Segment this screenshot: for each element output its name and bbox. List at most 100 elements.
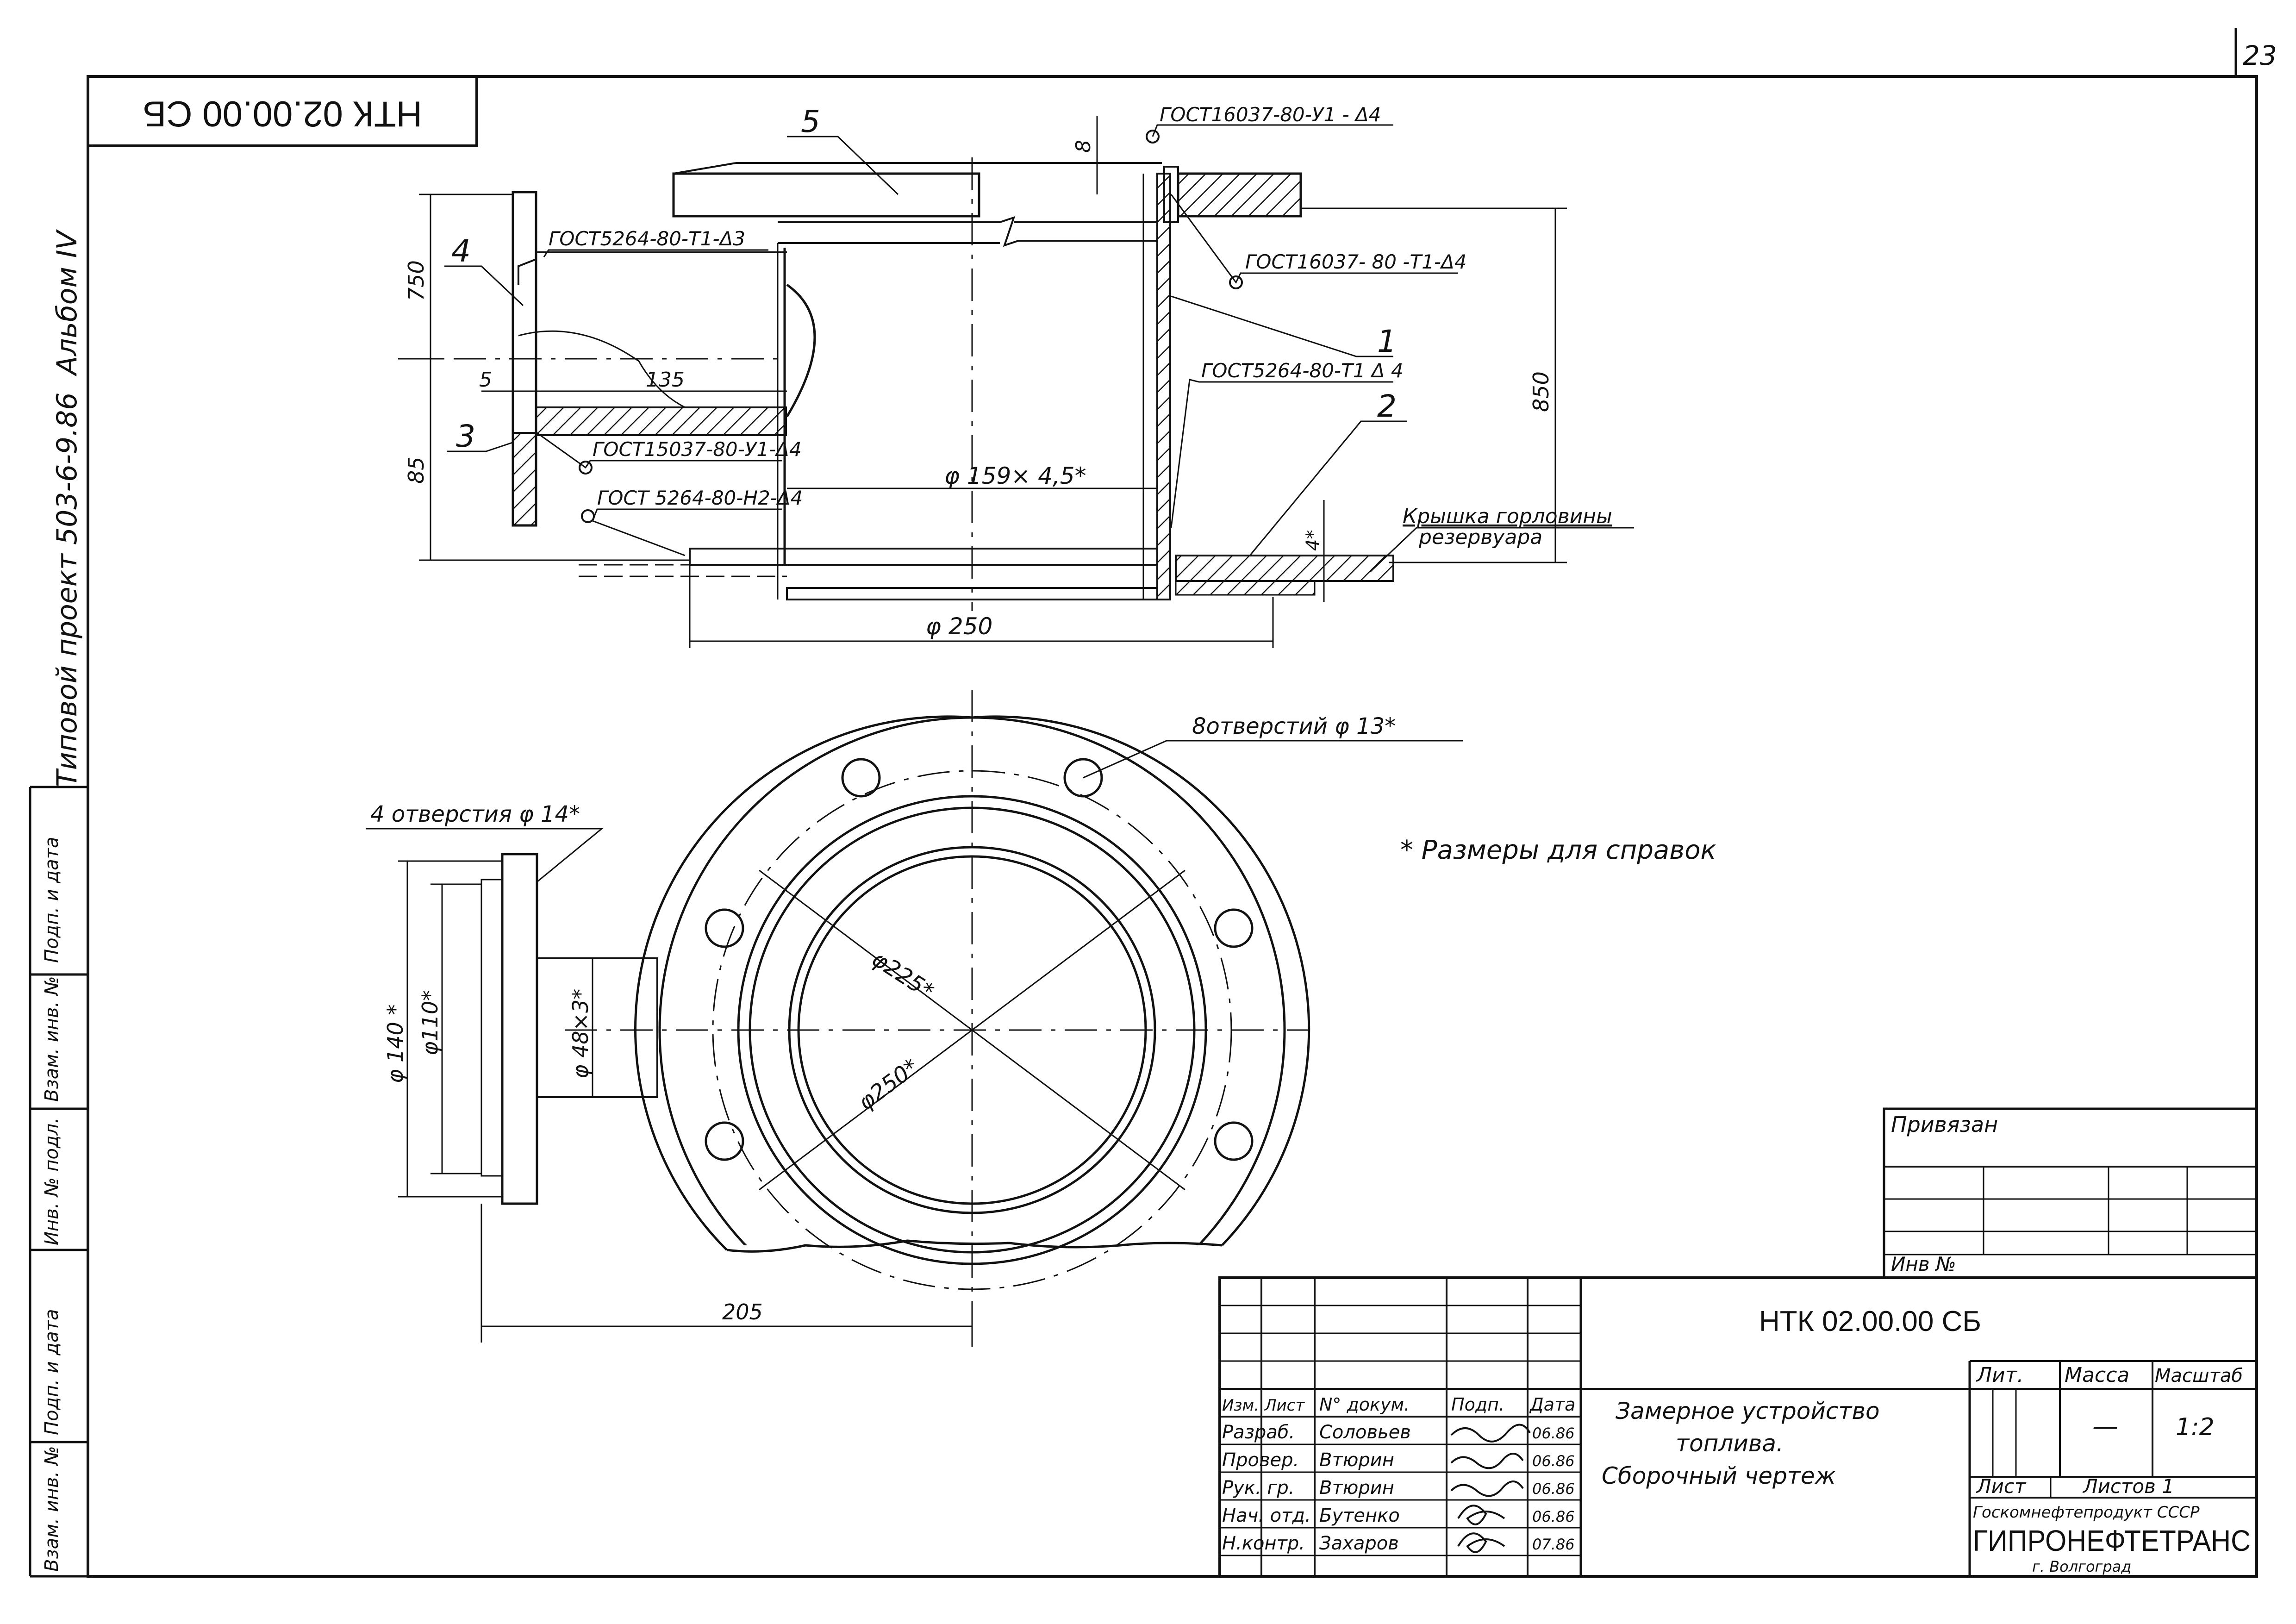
reference-note: * Размеры для справок — [1400, 835, 1716, 865]
binding-inv-label: Инв № — [1891, 1253, 1956, 1275]
dia-250-label: φ250* — [854, 1054, 923, 1115]
svg-text:ГОСТ5264-80-Т1-Δ3: ГОСТ5264-80-Т1-Δ3 — [549, 227, 745, 250]
dim-850: 850 — [1529, 371, 1554, 412]
side-strip-text-4: Подп. и дата — [41, 1309, 62, 1435]
dim-85: 85 — [404, 456, 429, 484]
row-role-5: Н.контр. — [1222, 1533, 1305, 1554]
flange-right-section — [1177, 172, 1302, 218]
org-city: г. Волгоград — [2032, 1558, 2131, 1575]
top-flange-plate — [672, 172, 980, 218]
row-name-2: Втюрин — [1319, 1449, 1394, 1471]
side-strip-text-2: Взам. инв. № — [41, 976, 62, 1102]
bolt-hole — [705, 1121, 744, 1161]
svg-text:ГОСТ16037- 80 -Т1-Δ4: ГОСТ16037- 80 -Т1-Δ4 — [1245, 250, 1467, 273]
dia-225-label: φ225* — [867, 946, 938, 1005]
mass-header: Масса — [2065, 1363, 2129, 1387]
org-name: ГИПРОНЕФТЕТРАНС — [1973, 1524, 2251, 1557]
svg-text:ГОСТ15037-80-У1-Δ4: ГОСТ15037-80-У1-Δ4 — [593, 438, 802, 461]
album-number: Альбом IV — [51, 229, 83, 377]
dim-110: φ110* — [418, 990, 443, 1056]
row-name-5: Захаров — [1319, 1533, 1399, 1554]
dim-4: 4* — [1303, 530, 1324, 551]
bolt-hole — [1214, 1121, 1254, 1161]
dim-205: 205 — [722, 1299, 763, 1324]
row-date-1: 06.86 — [1532, 1424, 1575, 1442]
side-strip: Подп. и дата Взам. инв. № Инв. № подл. П… — [30, 786, 88, 1572]
album-project-title: Типовой проект 503-6-9.86 — [51, 392, 83, 787]
side-strip-text-3: Инв. № подл. — [41, 1118, 62, 1245]
side-strip-text-1: Подп. и дата — [41, 837, 62, 963]
signature — [1450, 1453, 1524, 1469]
col-header-list: Лист — [1264, 1396, 1305, 1415]
bolt-hole — [705, 908, 744, 948]
bolt-hole — [1063, 758, 1103, 798]
bolt-hole — [841, 758, 881, 798]
pipe-48-label: φ 48×3* — [568, 989, 593, 1079]
weld-note-5: ГОСТ15037-80-У1-Δ4 — [537, 432, 802, 475]
dim-140: φ 140 * — [383, 1005, 408, 1083]
tank-cover-label-1: Крышка горловины — [1403, 505, 1612, 528]
binding-title: Привязан — [1891, 1112, 1998, 1137]
sheets-label: Листов 1 — [2082, 1475, 2174, 1498]
col-header-date: Дата — [1529, 1394, 1575, 1415]
org-line: Госкомнефтепродукт СССР — [1973, 1503, 2200, 1522]
name-line-1: Замерное устройство — [1616, 1398, 1880, 1424]
title-block: Изм. Лист N° докум. Подп. Дата Разраб. С… — [1218, 1276, 2258, 1578]
weld-note-4: ГОСТ5264-80-Т1 Δ 4 — [1170, 359, 1404, 528]
row-role-1: Разраб. — [1222, 1422, 1295, 1443]
row-name-1: Соловьев — [1319, 1422, 1411, 1443]
position-3: 3 — [456, 418, 475, 454]
col-header-doc: N° докум. — [1319, 1394, 1410, 1415]
flange-diameter-label: φ 250 — [926, 613, 992, 640]
position-2: 2 — [1377, 388, 1397, 424]
top-stamp-code: НТК 02.00.00 СБ — [143, 94, 422, 134]
side-flange-plan — [501, 853, 538, 1205]
row-date-2: 06.86 — [1532, 1452, 1575, 1470]
sheet-label: Лист — [1976, 1475, 2027, 1498]
weld-note-3: ГОСТ16037- 80 -Т1-Δ4 — [1170, 194, 1467, 289]
top-stamp-box — [87, 75, 478, 147]
dim-5: 5 — [479, 368, 492, 392]
col-header-izm: Изм. — [1222, 1396, 1259, 1415]
position-5: 5 — [801, 104, 820, 139]
row-role-4: Нач. отд. — [1222, 1505, 1311, 1526]
side-flange-section — [512, 432, 537, 526]
scale-value: 1:2 — [2176, 1413, 2215, 1441]
tank-cover-label-2: резервуара — [1418, 525, 1542, 549]
weld-bevel-curve — [786, 283, 816, 418]
tank-cover-section — [1175, 555, 1394, 582]
signature — [1457, 1505, 1505, 1525]
position-4: 4 — [451, 233, 471, 269]
signature — [1450, 1424, 1531, 1443]
sheet-frame — [87, 75, 2258, 1578]
signature — [1457, 1532, 1505, 1553]
section-view: 750 85 5 135 850 8 4* φ 159× 4,5* φ 250 … — [398, 103, 1634, 648]
row-name-3: Втюрин — [1319, 1477, 1394, 1499]
holes-8-label: 8отверстий φ 13* — [1192, 713, 1396, 739]
scale-header: Масштаб — [2155, 1365, 2243, 1387]
svg-text:ГОСТ5264-80-Т1 Δ 4: ГОСТ5264-80-Т1 Δ 4 — [1201, 359, 1404, 382]
weld-note-2: ГОСТ5264-80-Т1-Δ3 — [543, 227, 768, 257]
name-line-2: топлива. — [1676, 1430, 1784, 1457]
row-date-5: 07.86 — [1532, 1536, 1575, 1553]
bottom-break-line — [726, 1239, 1223, 1253]
dim-750: 750 — [404, 260, 429, 301]
row-role-2: Провер. — [1222, 1449, 1299, 1471]
mass-value: — — [2092, 1412, 2118, 1442]
col-header-sign: Подп. — [1451, 1394, 1504, 1415]
name-line-3: Сборочный чертеж — [1602, 1462, 1836, 1489]
pipe-wall-right-section — [1156, 173, 1171, 600]
weld-note-6: ГОСТ 5264-80-Н2-Δ4 — [581, 487, 803, 556]
lit-header: Лит. — [1976, 1363, 2023, 1387]
row-role-3: Рук. гр. — [1222, 1477, 1295, 1499]
holes-4-label: 4 отверстия φ 14* — [370, 801, 580, 827]
binding-box: Привязан Инв № — [1883, 1107, 2258, 1279]
side-strip-text-5: Взам. инв. № — [41, 1446, 62, 1572]
svg-text:ГОСТ16037-80-У1 - Δ4: ГОСТ16037-80-У1 - Δ4 — [1160, 103, 1381, 126]
svg-text:ГОСТ 5264-80-Н2-Δ4: ГОСТ 5264-80-Н2-Δ4 — [597, 487, 803, 509]
title-block-code: НТК 02.00.00 СБ — [1759, 1305, 1981, 1337]
position-1: 1 — [1377, 324, 1397, 359]
corner-page-number: 23 — [2243, 40, 2277, 71]
row-name-4: Бутенко — [1319, 1505, 1400, 1526]
